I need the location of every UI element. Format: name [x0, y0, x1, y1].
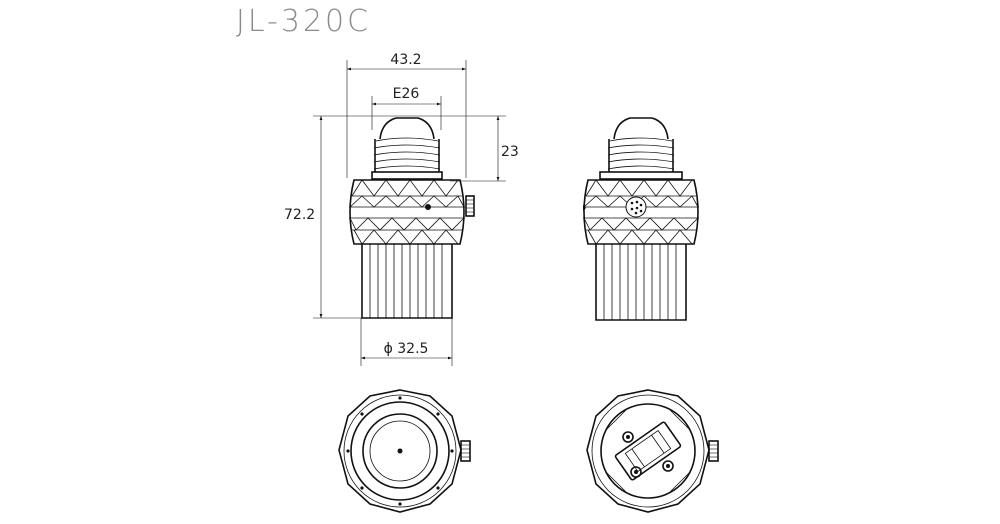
bottom-view [586, 389, 719, 513]
front-view [349, 117, 475, 319]
dim-thread-height-label: 23 [501, 144, 519, 160]
dim-base-diameter-label: ϕ 32.5 [384, 341, 429, 357]
model-title: JL-320C [236, 4, 372, 39]
dim-height-label: 72.2 [284, 207, 315, 223]
dim-thread-label: E26 [393, 86, 420, 102]
dimension-lines: 43.2 E26 23 72.2 ϕ 32.5 [284, 52, 519, 366]
top-view [338, 389, 471, 513]
dim-width-label: 43.2 [390, 52, 421, 68]
side-view [583, 117, 699, 321]
